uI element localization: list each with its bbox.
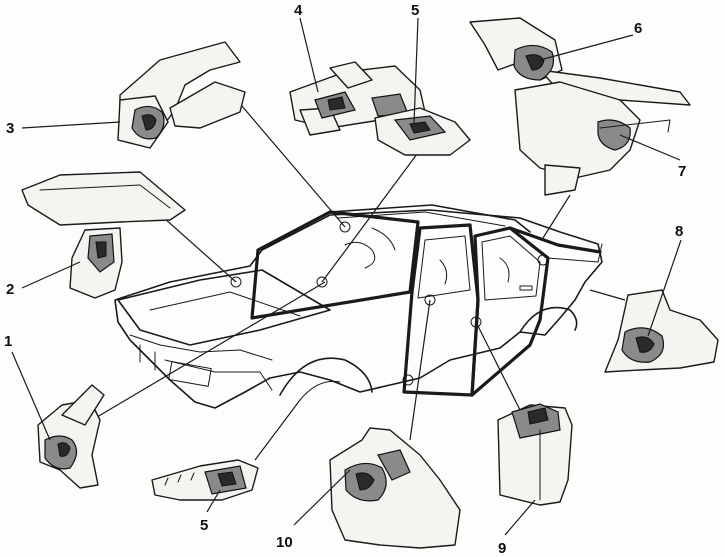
callout-6: 6: [634, 20, 642, 37]
seal-detail-2: [21, 171, 186, 299]
callout-10: 10: [276, 534, 293, 551]
callout-3: 3: [6, 120, 14, 137]
car-body: [114, 204, 603, 409]
callout-leaders: [11, 17, 682, 536]
callout-8: 8: [675, 223, 683, 240]
callout-labels: 3 2 1 4 5 6 7 8 5 10 9: [4, 2, 686, 557]
callout-5-top: 5: [411, 2, 419, 19]
callout-1: 1: [4, 333, 12, 350]
seal-detail-10: [329, 427, 461, 549]
callout-7: 7: [678, 163, 686, 180]
leader-lines: [91, 91, 626, 461]
callout-5-bottom: 5: [200, 517, 208, 534]
seal-detail-6-7: [469, 17, 691, 196]
seal-detail-5-bottom: [151, 459, 259, 501]
callout-9: 9: [498, 540, 506, 557]
seal-detail-1: [37, 384, 105, 489]
seal-detail-5-top: [374, 107, 471, 156]
seal-detail-9: [497, 403, 573, 506]
seal-detail-8: [604, 289, 719, 373]
seal-detail-3: [117, 41, 246, 149]
callout-2: 2: [6, 281, 14, 298]
callout-4: 4: [294, 2, 303, 19]
